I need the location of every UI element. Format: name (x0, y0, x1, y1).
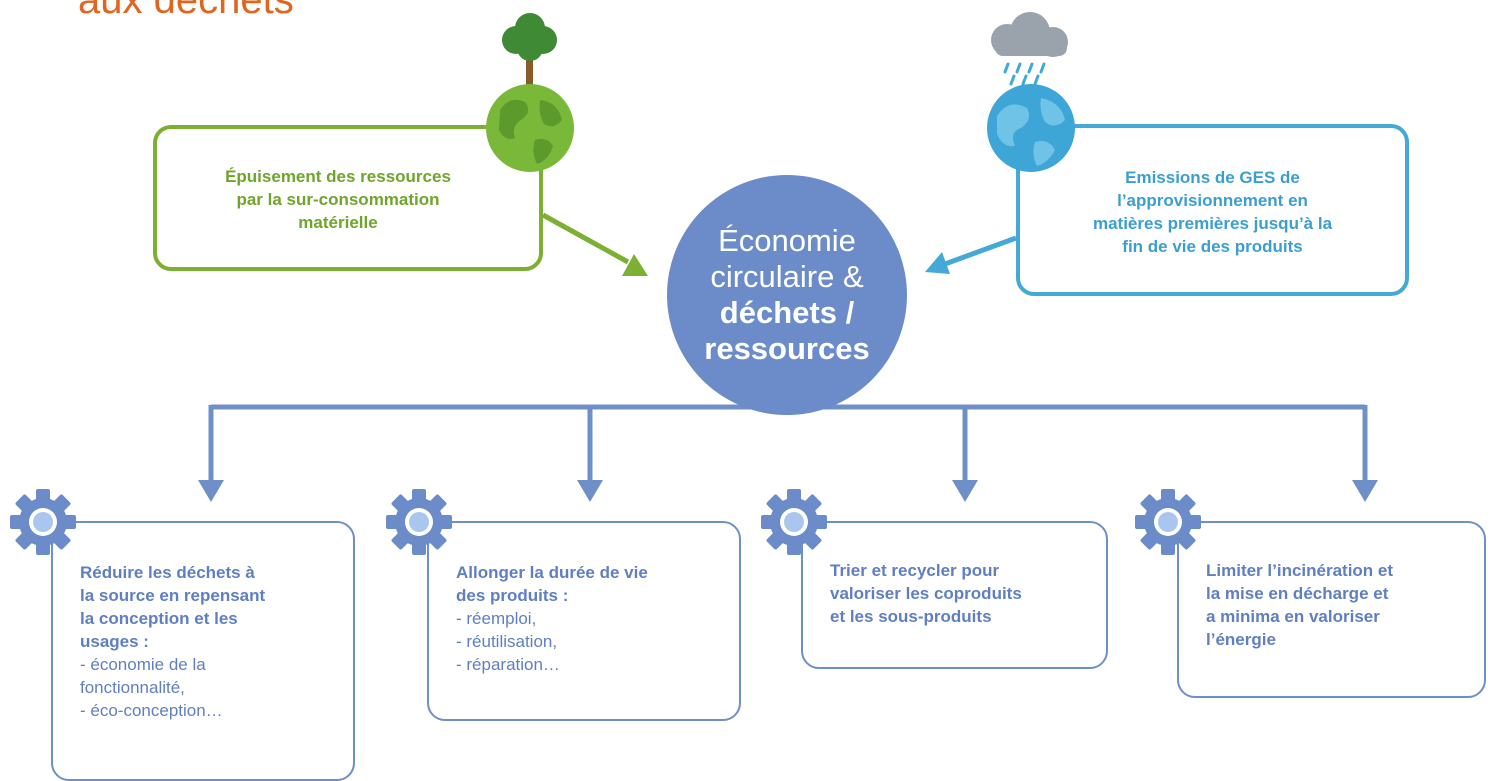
action-box-extend-life: Allonger la durée de vie des produits : … (427, 521, 741, 721)
blue-arrowhead (925, 252, 950, 274)
green-arrowhead (622, 254, 648, 276)
gear-icon (1135, 489, 1201, 555)
ghg-emissions-box: Emissions de GES de l’approvisionnement … (1016, 124, 1409, 296)
tree-icon (502, 13, 557, 100)
drop-arrowhead-4 (1352, 480, 1378, 502)
tree-on-earth-icon (486, 13, 574, 172)
action-box-reduce: Réduire les déchets à la source en repen… (51, 521, 355, 781)
gear-icon (761, 489, 827, 555)
resource-depletion-box: Épuisement des ressources par la sur-con… (153, 125, 543, 271)
gear-icon (386, 489, 452, 555)
cloud-on-earth-icon (987, 12, 1075, 172)
gear-icon (10, 489, 76, 555)
center-line-3: déchets / (719, 295, 855, 330)
center-line-1: Économie (718, 223, 856, 258)
center-topic-circle: Économie circulaire & déchets / ressourc… (667, 175, 907, 415)
drop-arrowhead-1 (198, 480, 224, 502)
rain-cloud-icon (991, 12, 1068, 86)
drop-arrowhead-3 (952, 480, 978, 502)
earth-blue-icon (987, 84, 1075, 172)
drop-arrowhead-2 (577, 480, 603, 502)
page-title: aux déchets (78, 0, 294, 22)
ghg-emissions-text: Emissions de GES de l’approvisionnement … (1092, 168, 1333, 256)
blue-arrow-line (944, 235, 1017, 267)
center-line-4: ressources (704, 331, 870, 366)
earth-green-icon (486, 84, 574, 172)
center-line-2: circulaire & (710, 259, 864, 294)
action-box-limit-incineration: Limiter l’incinération et la mise en déc… (1177, 521, 1486, 698)
resource-depletion-text: Épuisement des ressources par la sur-con… (225, 167, 451, 232)
green-arrow-line (541, 212, 630, 265)
action-box-sort-recycle: Trier et recycler pour valoriser les cop… (801, 521, 1108, 669)
